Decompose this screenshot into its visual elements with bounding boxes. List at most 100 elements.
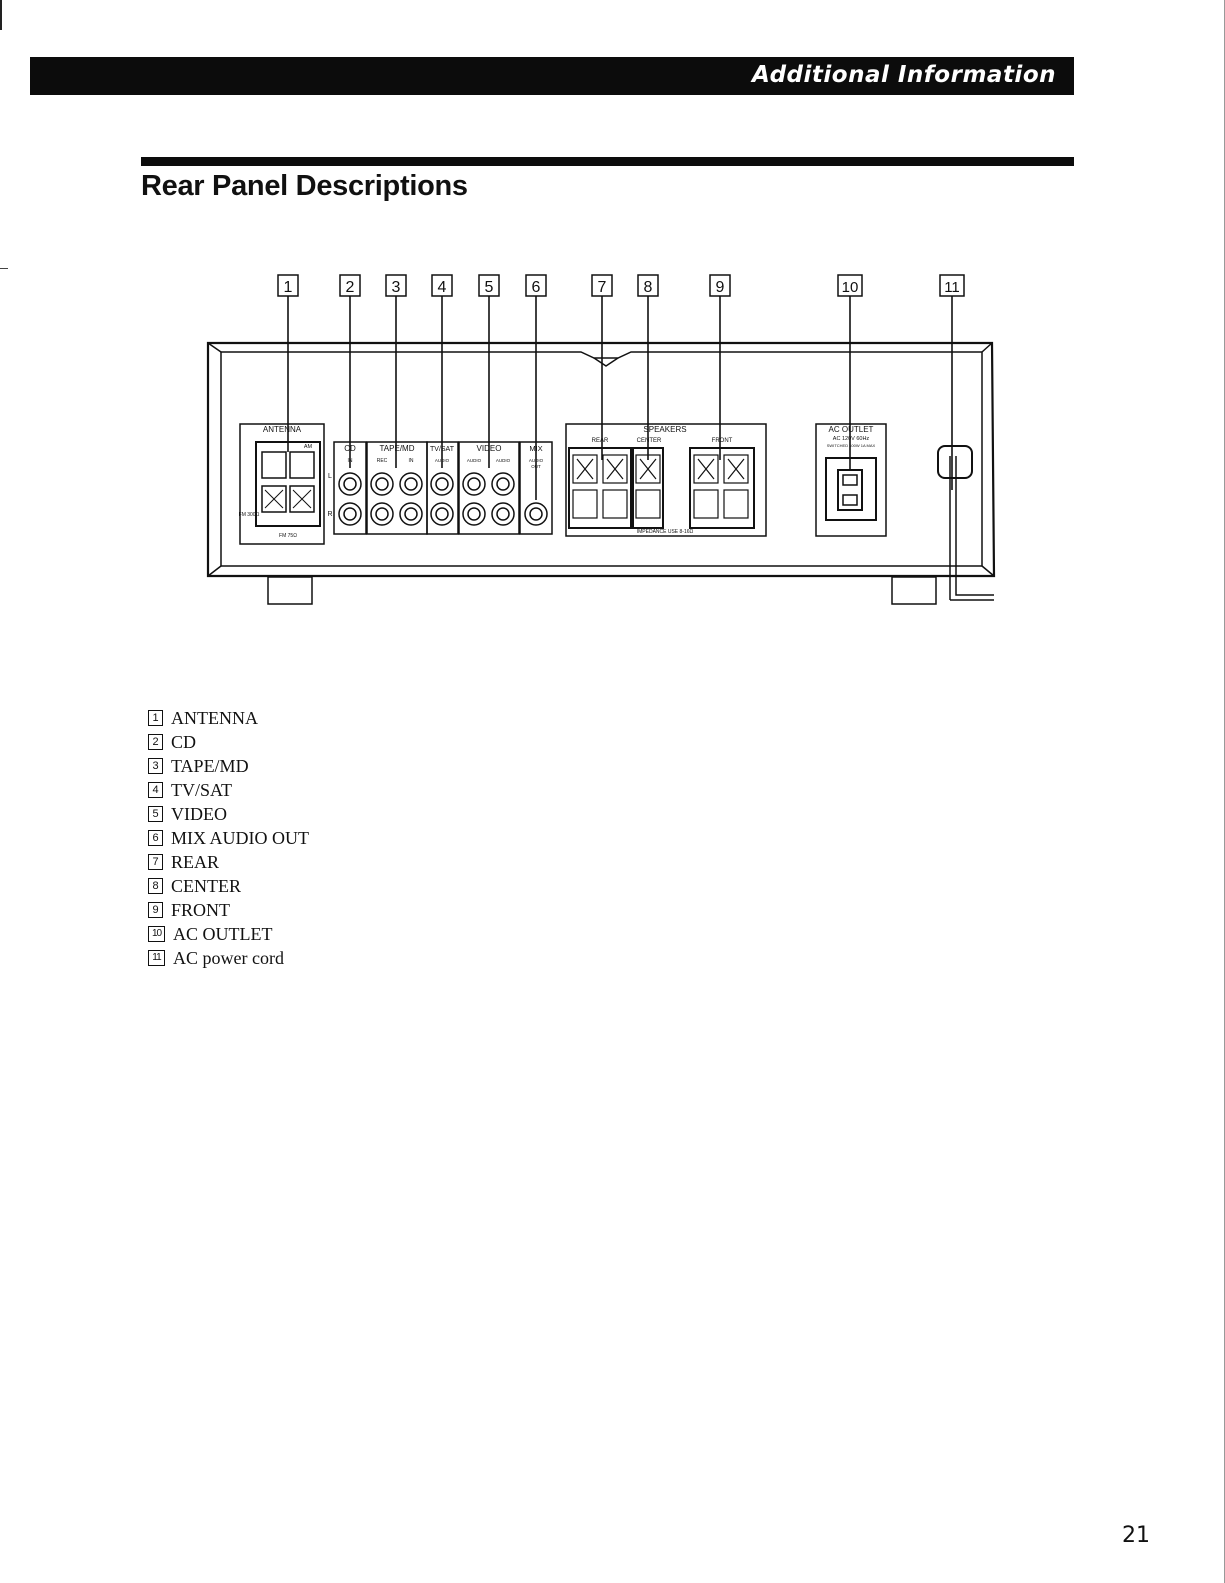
callout-10: 10	[842, 279, 859, 296]
rear-terminal-block	[568, 447, 632, 529]
legend-label: MIX AUDIO OUT	[171, 827, 309, 848]
callout-2: 2	[346, 279, 355, 296]
ac-outlet-socket	[825, 457, 877, 521]
front-terminal-block	[689, 447, 755, 529]
legend-label: FRONT	[171, 899, 231, 920]
label-left-channel: L	[328, 473, 332, 480]
label-mix: MIX	[529, 444, 542, 453]
legend-number: 11	[148, 950, 165, 966]
speakers-panel	[565, 423, 767, 537]
label-ac-outlet: AC OUTLET	[829, 425, 874, 434]
legend-item: 11 AC power cord	[148, 946, 309, 970]
tape-md-panel	[366, 441, 428, 535]
legend-item: 6 MIX AUDIO OUT	[148, 826, 309, 850]
chassis-notch	[593, 357, 619, 367]
legend-number: 1	[148, 710, 163, 726]
callout-leaders	[287, 295, 953, 500]
legend-label: REAR	[171, 851, 220, 872]
legend-number: 9	[148, 902, 163, 918]
label-switched: SWITCHED 100W 1A MAX	[827, 443, 876, 448]
callout-5: 5	[485, 279, 494, 296]
page-edge-tick	[0, 268, 8, 269]
legend-label: ANTENNA	[171, 707, 258, 728]
legend-label: TAPE/MD	[171, 755, 249, 776]
label-rec: REC	[377, 458, 388, 464]
legend-number: 10	[148, 926, 165, 942]
jack	[370, 472, 394, 496]
power-cord	[949, 456, 994, 601]
legend-item: 3 TAPE/MD	[148, 754, 309, 778]
callout-6: 6	[532, 279, 541, 296]
jack	[338, 502, 362, 526]
legend-number: 6	[148, 830, 163, 846]
legend-list: 1 ANTENNA 2 CD 3 TAPE/MD 4 TV/SAT 5 VIDEO 6 MIX AUD…	[148, 706, 309, 970]
legend-item: 10 AC OUTLET	[148, 922, 309, 946]
rear-panel-diagram: 1 2 3 4 5 6 7 8 9 10 11 ANTENNA AM FM 30…	[206, 274, 996, 605]
legend-label: AC OUTLET	[173, 923, 273, 944]
legend-label: TV/SAT	[171, 779, 233, 800]
label-cd-in: IN	[348, 458, 353, 464]
label-mix-out: OUT	[531, 464, 541, 469]
terminal	[261, 451, 287, 479]
legend-number: 3	[148, 758, 163, 774]
legend-label: CD	[171, 731, 197, 752]
legend-number: 7	[148, 854, 163, 870]
legend-label: AC power cord	[173, 947, 284, 968]
jack	[491, 502, 515, 526]
jack	[399, 502, 423, 526]
callout-7: 7	[598, 279, 607, 296]
legend-item: 7 REAR	[148, 850, 309, 874]
label-center: CENTER	[637, 438, 662, 444]
jack	[370, 502, 394, 526]
antenna-terminal-block	[255, 441, 321, 527]
label-fm75: FM 75Ω	[279, 533, 297, 539]
label-antenna: ANTENNA	[263, 425, 302, 434]
page-number: 21	[1122, 1523, 1150, 1548]
power-cord-clamp	[937, 445, 973, 479]
jack	[338, 472, 362, 496]
label-mix-audio: AUDIO	[529, 458, 544, 463]
antenna-panel	[239, 423, 325, 545]
callout-4: 4	[438, 279, 447, 296]
legend-number: 2	[148, 734, 163, 750]
label-video-audio-out: AUDIO	[467, 458, 482, 463]
chassis-inner	[220, 351, 983, 567]
legend-item: 5 VIDEO	[148, 802, 309, 826]
label-video-audio-in: AUDIO	[496, 458, 511, 463]
callout-boxes	[277, 274, 965, 297]
header-title: Additional Information	[752, 62, 1056, 88]
label-tv-sat: TV/SAT	[430, 446, 455, 453]
legend-number: 5	[148, 806, 163, 822]
section-rule	[141, 157, 1074, 166]
page-edge-mark	[0, 0, 2, 30]
jack	[491, 472, 515, 496]
label-tape-md: TAPE/MD	[380, 444, 415, 453]
callout-9: 9	[716, 279, 725, 296]
jack	[399, 472, 423, 496]
rca-jacks	[338, 472, 548, 526]
chassis-bevels	[207, 342, 995, 577]
legend-item: 4 TV/SAT	[148, 778, 309, 802]
label-rear: REAR	[592, 438, 609, 444]
legend-item: 2 CD	[148, 730, 309, 754]
jack	[524, 502, 548, 526]
label-tv-audio: AUDIO	[435, 458, 450, 463]
callout-1: 1	[284, 279, 293, 296]
label-speakers: SPEAKERS	[643, 425, 686, 434]
ac-outlet-panel	[815, 423, 887, 537]
legend-label: VIDEO	[171, 803, 227, 824]
jack	[462, 472, 486, 496]
label-impedance: IMPEDANCE USE 8-16Ω	[637, 529, 694, 535]
label-ac-rating: AC 120V 60Hz	[833, 436, 870, 442]
label-fm300: FM 300Ω	[239, 512, 260, 518]
jack	[430, 502, 454, 526]
jack	[462, 502, 486, 526]
legend-number: 8	[148, 878, 163, 894]
label-tape-in: IN	[409, 458, 414, 464]
label-right-channel: R	[327, 511, 332, 518]
foot-left	[267, 576, 313, 605]
label-video: VIDEO	[477, 444, 502, 453]
legend-number: 4	[148, 782, 163, 798]
legend-item: 9 FRONT	[148, 898, 309, 922]
